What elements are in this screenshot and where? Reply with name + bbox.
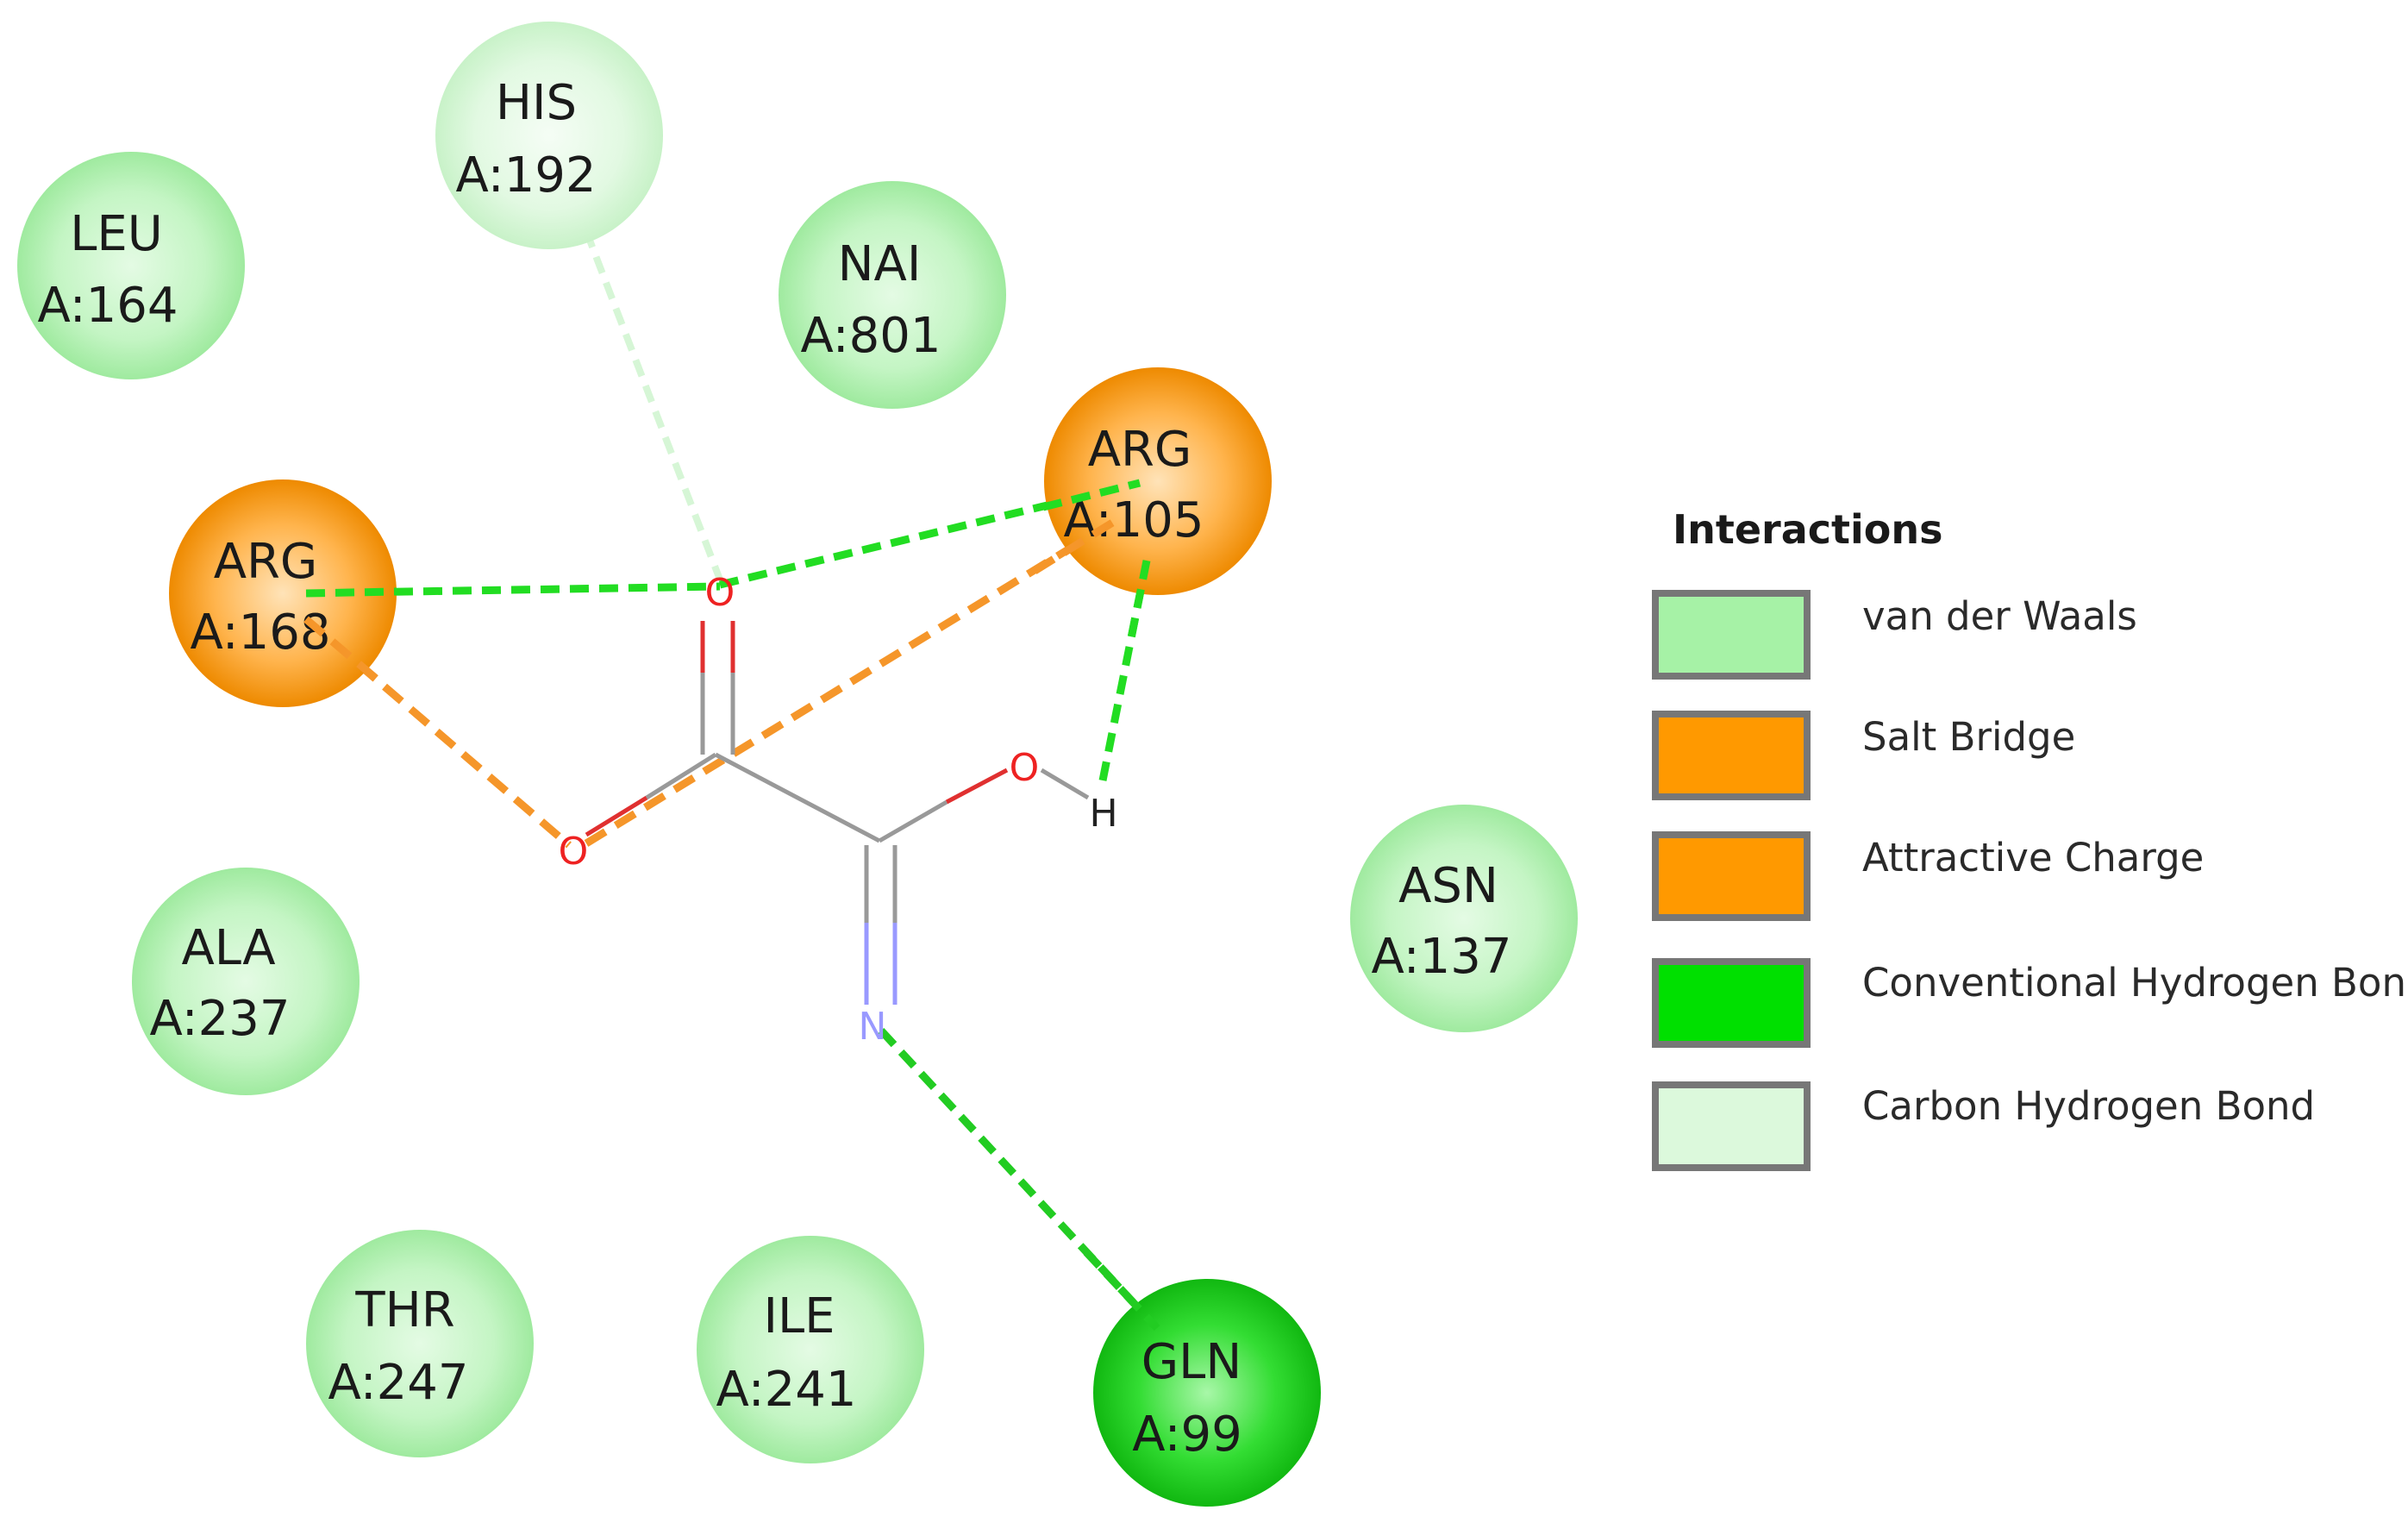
bond-c1-c2 <box>714 752 881 843</box>
residue-ala-237: ALA A:237 <box>132 868 360 1095</box>
legend-item-salt-bridge: Salt Bridge <box>1652 711 2075 800</box>
residue-arg-168-name: ARG <box>214 534 318 590</box>
attractive-charge-line-arg105 <box>584 514 1123 847</box>
residue-leu-164-position: A:164 <box>37 278 178 334</box>
hbond-line-arg168-o-overlay <box>305 587 397 598</box>
legend-item-conventional-hydrogen-bond: Conventional Hydrogen Bond <box>1652 958 2408 1048</box>
legend-swatch-salt-bridge <box>1652 711 1811 800</box>
ligand-atoms: O O O H N <box>559 571 1118 1049</box>
residue-arg-105: ARG A:105 <box>1044 367 1272 595</box>
residue-asn-137-circle <box>1350 805 1578 1032</box>
legend-swatch-van-der-waals <box>1652 590 1811 680</box>
residue-ile-241-circle <box>697 1236 924 1463</box>
salt-bridge-line-arg168 <box>303 616 572 849</box>
interaction-lines-overlay <box>303 479 1160 1332</box>
residue-gln-99-name: GLN <box>1141 1334 1242 1390</box>
legend-swatch-conventional-hydrogen-bond <box>1652 958 1811 1048</box>
residue-leu-164: LEU A:164 <box>17 152 245 379</box>
residue-his-192-name: HIS <box>496 75 577 131</box>
residue-his-192: HIS A:192 <box>435 22 663 249</box>
legend-label-attractive-charge: Attractive Charge <box>1862 835 2204 880</box>
legend-label-salt-bridge: Salt Bridge <box>1862 714 2075 760</box>
residue-nai-801-position: A:801 <box>800 308 941 364</box>
residue-gln-99-position: A:99 <box>1132 1407 1242 1463</box>
residue-arg-105-circle <box>1044 367 1272 595</box>
residue-asn-137-position: A:137 <box>1371 929 1511 985</box>
residue-asn-137: ASN A:137 <box>1350 805 1578 1032</box>
bond-c1-o-left-red <box>585 795 648 837</box>
atom-oxygen-top: O <box>705 571 735 615</box>
residue-ile-241: ILE A:241 <box>697 1236 924 1463</box>
residue-leu-164-circle <box>17 152 245 379</box>
residue-his-192-circle <box>435 22 663 249</box>
carbon-hbond-line-his192 <box>583 229 723 581</box>
residue-arg-168: ARG A:168 <box>169 479 397 707</box>
bond-c2-o-right-red <box>945 768 1009 805</box>
residue-arg-168-circle <box>169 479 397 707</box>
residue-arg-105-position: A:105 <box>1063 492 1204 548</box>
atom-oxygen-left: O <box>559 830 589 874</box>
residue-thr-247: THR A:247 <box>306 1230 534 1457</box>
atom-hydrogen: H <box>1089 792 1117 836</box>
hbond-line-arg105-h-overlay <box>1127 560 1151 639</box>
bond-c2-o-right-grey <box>878 799 948 843</box>
legend-item-van-der-waals: van der Waals <box>1652 590 2137 680</box>
residue-ala-237-circle <box>132 868 360 1095</box>
legend-swatch-carbon-hydrogen-bond <box>1652 1081 1811 1171</box>
atom-oxygen-right: O <box>1010 746 1040 790</box>
residue-his-192-position: A:192 <box>455 147 596 204</box>
legend-label-carbon-hydrogen-bond: Carbon Hydrogen Bond <box>1862 1083 2315 1129</box>
residue-ala-237-position: A:237 <box>149 991 290 1047</box>
residue-gln-99-circle <box>1093 1279 1321 1507</box>
legend-label-van-der-waals: van der Waals <box>1862 593 2137 639</box>
ligand-bonds <box>585 621 1090 1005</box>
residue-ile-241-position: A:241 <box>716 1362 856 1418</box>
residue-thr-247-name: THR <box>354 1282 454 1338</box>
residue-arg-168-position: A:168 <box>190 605 330 661</box>
residue-nai-801-name: NAI <box>838 236 922 292</box>
residue-ile-241-name: ILE <box>763 1288 835 1344</box>
residue-thr-247-circle <box>306 1230 534 1457</box>
legend-label-conventional-hydrogen-bond: Conventional Hydrogen Bond <box>1862 960 2408 1006</box>
atom-nitrogen: N <box>859 1005 887 1049</box>
residue-asn-137-name: ASN <box>1398 858 1498 914</box>
legend: Interactions van der Waals Salt Bridge A… <box>1652 506 2408 1171</box>
legend-swatch-attractive-charge <box>1652 831 1811 921</box>
residue-arg-105-name: ARG <box>1088 422 1192 478</box>
residue-nai-801: NAI A:801 <box>779 181 1006 409</box>
residue-ala-237-name: ALA <box>181 920 275 976</box>
hbond-line-arg105-o-overlay <box>1041 479 1141 511</box>
residue-gln-99: GLN A:99 <box>1093 1279 1321 1507</box>
legend-item-carbon-hydrogen-bond: Carbon Hydrogen Bond <box>1652 1081 2315 1171</box>
bond-o-h <box>1040 768 1090 800</box>
legend-title: Interactions <box>1673 506 1943 553</box>
residue-nai-801-circle <box>779 181 1006 409</box>
residue-thr-247-position: A:247 <box>328 1355 468 1411</box>
legend-item-attractive-charge: Attractive Charge <box>1652 831 2204 921</box>
hbond-line-gln99-overlay <box>1083 1249 1160 1332</box>
residue-leu-164-name: LEU <box>70 206 163 262</box>
bond-c1-o-left-grey <box>645 752 717 800</box>
salt-bridge-line-arg168-overlay <box>303 616 382 685</box>
attractive-charge-line-arg105-overlay <box>1032 514 1123 574</box>
